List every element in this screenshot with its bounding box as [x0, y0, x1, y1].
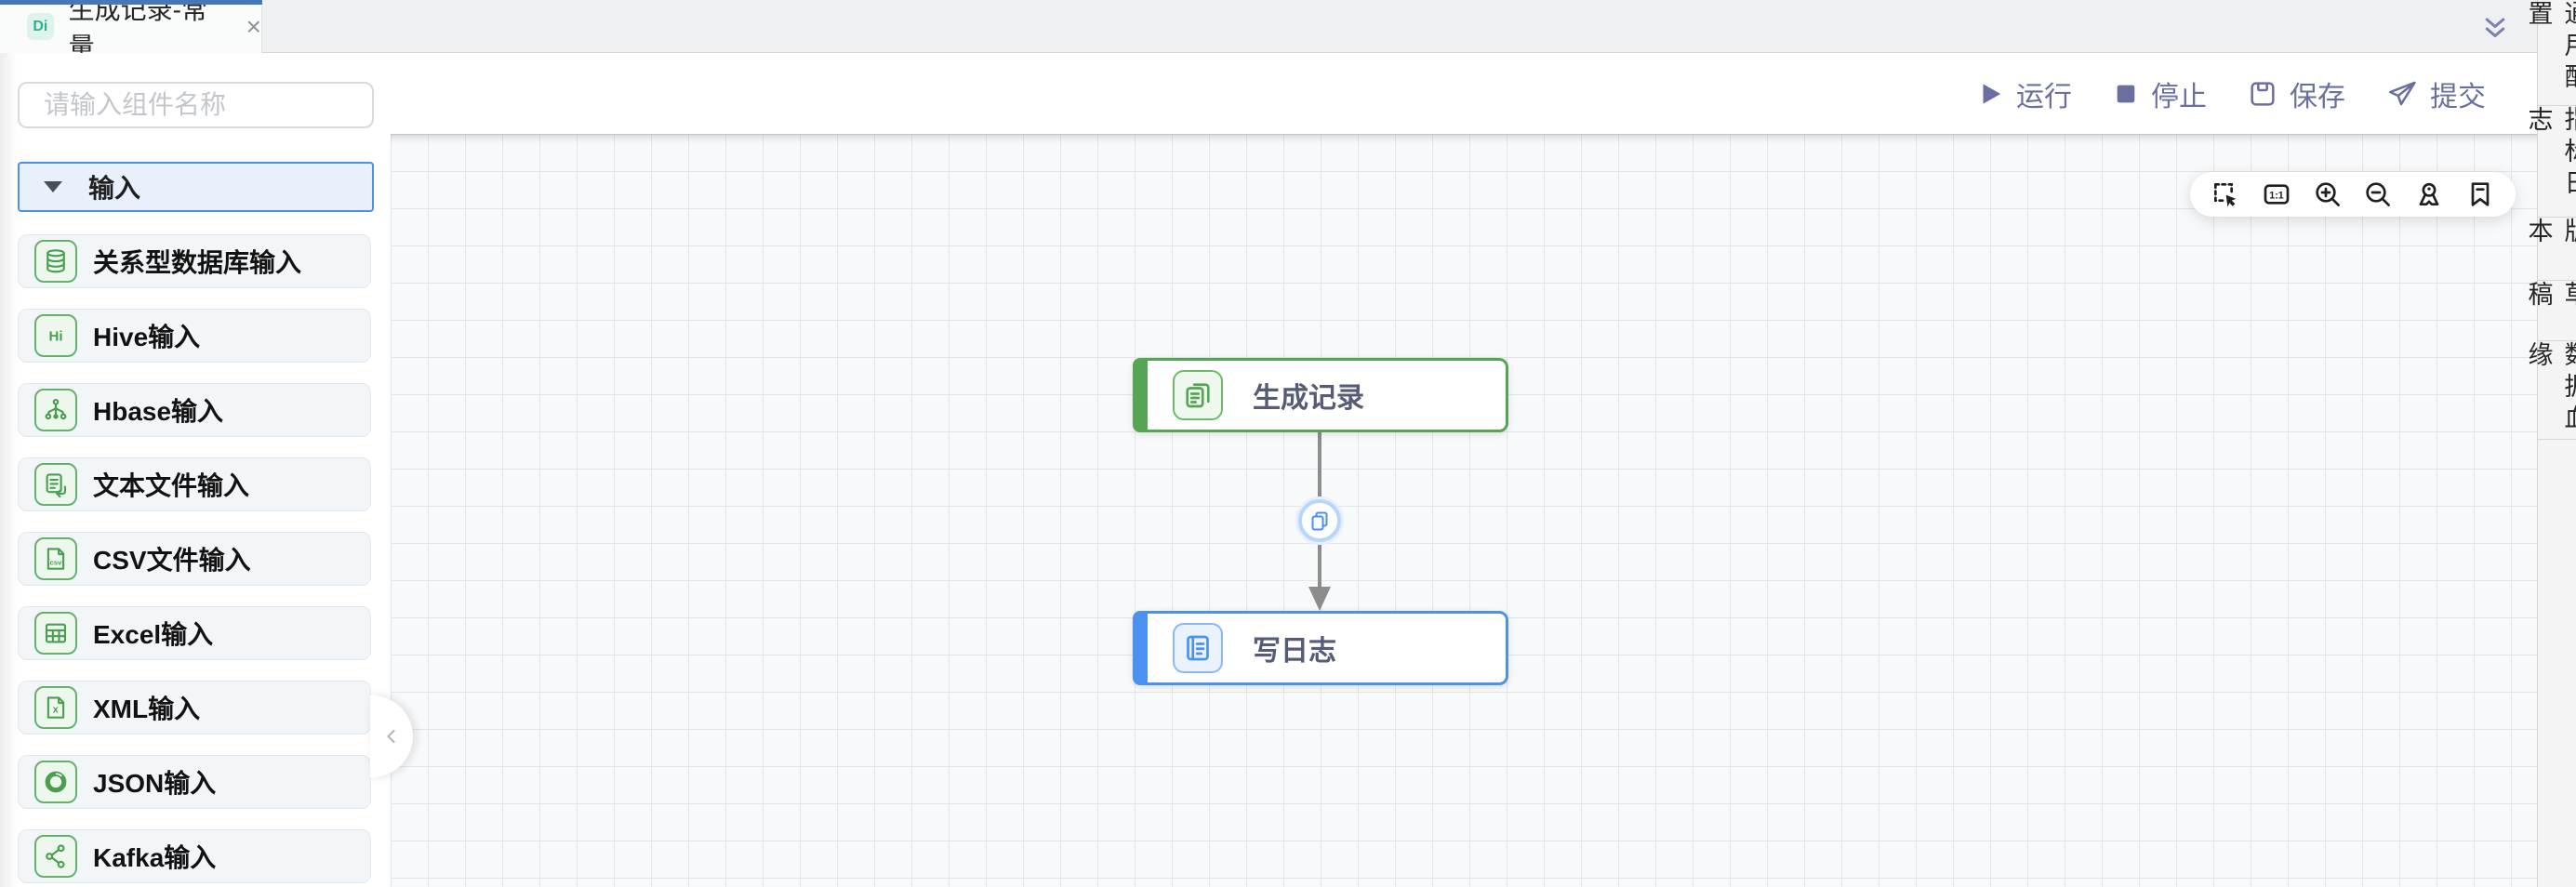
svg-text:1:1: 1:1	[2269, 191, 2283, 202]
component-search[interactable]	[18, 82, 379, 128]
chevron-left-icon	[387, 729, 395, 744]
play-icon	[1983, 83, 2001, 104]
svg-text:Hi: Hi	[49, 329, 63, 345]
tab-close-icon[interactable]: ×	[246, 11, 261, 41]
canvas-toolbar-strip: 运行 停止 保存 提交	[391, 53, 2537, 134]
kafka-icon	[34, 835, 77, 878]
right-tab-draft[interactable]: 草稿	[2525, 281, 2576, 341]
zoom-out-icon[interactable]	[2363, 179, 2393, 209]
copy-icon	[1311, 511, 1328, 531]
save-button[interactable]: 保存	[2248, 73, 2345, 114]
tab-active[interactable]: Di 生成记录-常量 ×	[0, 0, 262, 61]
component-item-json-input[interactable]: JSON输入	[18, 755, 371, 809]
section-header-input[interactable]: 输入	[18, 162, 374, 212]
svg-text:csv: csv	[50, 558, 63, 566]
right-tab-metric-logs[interactable]: 指标日志	[2525, 106, 2576, 218]
csv-file-icon: csv	[34, 537, 77, 580]
component-item-excel-input[interactable]: Excel输入	[18, 606, 371, 660]
zoom-in-icon[interactable]	[2313, 179, 2343, 209]
submit-icon	[2388, 81, 2416, 105]
node-label: 写日志	[1253, 636, 1336, 667]
component-panel: 输入 关系型数据库输入 Hi Hive输入	[0, 53, 413, 887]
component-item-kafka-input[interactable]: Kafka输入	[18, 829, 371, 883]
json-icon	[34, 761, 77, 803]
submit-button[interactable]: 提交	[2386, 73, 2486, 114]
node-write-log[interactable]: 写日志	[1133, 611, 1508, 685]
di-badge: Di	[27, 13, 54, 40]
run-controls: 运行 停止 保存 提交	[1976, 53, 2486, 134]
section-label: 输入	[88, 174, 141, 203]
hive-icon: Hi	[34, 314, 77, 357]
text-file-icon	[34, 463, 77, 506]
run-button[interactable]: 运行	[1976, 73, 2072, 114]
actual-size-icon[interactable]: 1:1	[2262, 179, 2291, 209]
double-chevron-down-icon[interactable]	[2481, 15, 2509, 43]
bookmark-icon[interactable]	[2465, 179, 2495, 209]
node-label: 生成记录	[1253, 383, 1364, 414]
generate-records-icon	[1173, 370, 1223, 420]
svg-text:x: x	[53, 705, 59, 716]
stop-icon	[2117, 85, 2135, 102]
canvas-view-toolbar: 1:1	[2190, 172, 2516, 217]
right-tab-general-config[interactable]: 通用配置	[2525, 0, 2576, 106]
node-generate-records[interactable]: 生成记录	[1133, 358, 1508, 432]
save-icon	[2251, 81, 2275, 106]
tab-bar: Di 生成记录-常量 ×	[0, 0, 2537, 61]
search-input[interactable]	[44, 90, 379, 120]
right-tab-data-lineage[interactable]: 数据血缘	[2525, 341, 2576, 440]
active-tab-accent	[0, 0, 262, 5]
edge-copy-badge[interactable]	[1298, 499, 1341, 542]
component-item-xml-input[interactable]: x XML输入	[18, 681, 371, 735]
component-item-text-file-input[interactable]: 文本文件输入	[18, 457, 371, 511]
component-item-csv-file-input[interactable]: csv CSV文件输入	[18, 532, 371, 586]
hbase-icon	[34, 389, 77, 431]
component-item-hbase-input[interactable]: Hbase输入	[18, 383, 371, 437]
chevron-down-icon	[44, 181, 62, 192]
locate-icon[interactable]	[2414, 179, 2444, 209]
component-item-relational-db-input[interactable]: 关系型数据库输入	[18, 234, 371, 288]
right-panel-spacer	[2538, 440, 2576, 887]
database-icon	[34, 240, 77, 283]
right-tab-version[interactable]: 版本	[2525, 218, 2576, 281]
flow-canvas[interactable]: 1:1	[391, 134, 2537, 887]
right-panel: 通用配置 指标日志 版本 草稿 数据血缘	[2525, 0, 2576, 887]
marquee-select-icon[interactable]	[2211, 179, 2240, 209]
node-accent-bar	[1133, 611, 1148, 685]
excel-icon	[34, 612, 77, 655]
node-accent-bar	[1133, 358, 1148, 432]
component-item-hive-input[interactable]: Hi Hive输入	[18, 309, 371, 363]
stop-button[interactable]: 停止	[2113, 73, 2207, 114]
write-log-icon	[1173, 623, 1223, 673]
xml-file-icon: x	[34, 686, 77, 729]
